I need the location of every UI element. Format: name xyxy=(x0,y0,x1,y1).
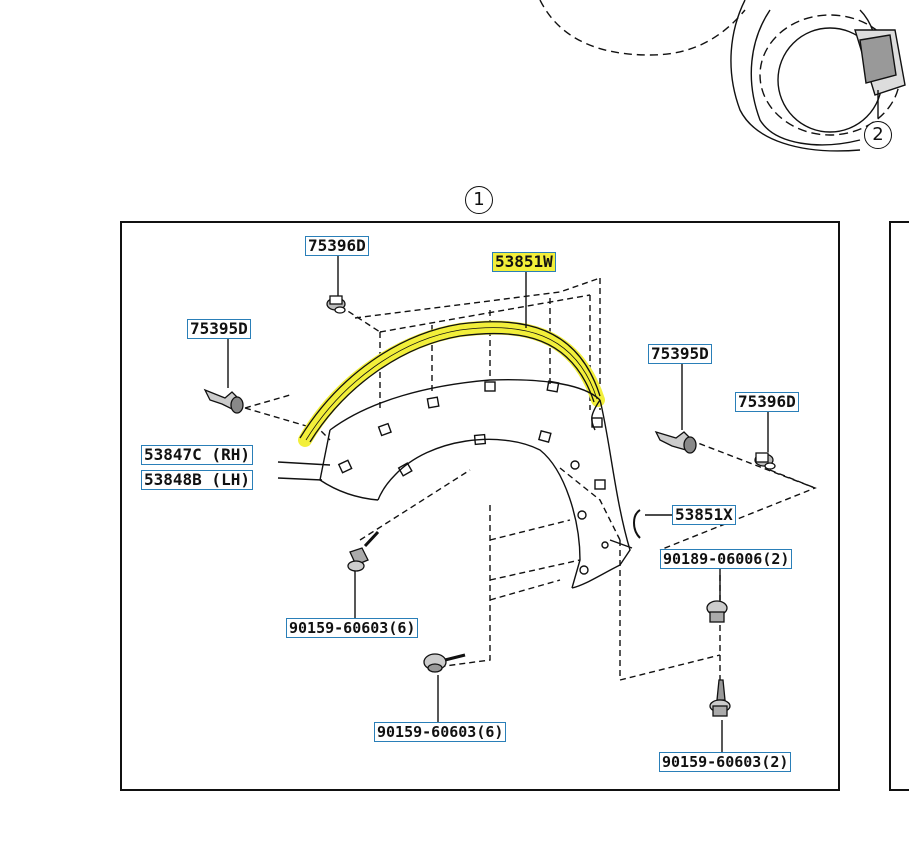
grommet-icon xyxy=(754,452,776,470)
part-callout-75395d-left[interactable]: 75395D xyxy=(187,319,251,339)
screw-bolt-icon xyxy=(347,530,380,572)
part-callout-90159-a[interactable]: 90159-60603(6) xyxy=(286,618,419,638)
screw-bolt-icon xyxy=(709,679,731,717)
part-callout-90159-c[interactable]: 90159-60603(2) xyxy=(659,752,792,772)
push-clip-icon xyxy=(654,430,697,454)
part-callout-90189[interactable]: 90189-06006(2) xyxy=(660,549,793,569)
molding-highlight xyxy=(298,320,605,447)
group-marker-2: 2 xyxy=(864,121,892,149)
group-frame xyxy=(120,221,840,791)
part-callout-75396d-top[interactable]: 75396D xyxy=(305,236,369,256)
adjacent-group-frame xyxy=(889,221,909,791)
leader-lines xyxy=(227,256,769,752)
car-body-fragment xyxy=(539,0,906,152)
part-callout-75396d-right[interactable]: 75396D xyxy=(735,392,799,412)
group-marker-1: 1 xyxy=(465,186,493,214)
bracket-53851x xyxy=(633,509,641,539)
grommet-icon xyxy=(326,295,346,314)
nut-icon xyxy=(706,600,728,623)
part-callout-53851x[interactable]: 53851X xyxy=(672,505,736,525)
push-clip-icon xyxy=(203,388,244,414)
part-callout-75395d-right[interactable]: 75395D xyxy=(648,344,712,364)
molding-outline xyxy=(299,321,601,439)
part-callout-53847c[interactable]: 53847C (RH) xyxy=(141,445,253,465)
part-callout-90159-b[interactable]: 90159-60603(6) xyxy=(374,722,507,742)
part-callout-53848b[interactable]: 53848B (LH) xyxy=(141,470,253,490)
reference-dash-lines xyxy=(244,277,817,690)
part-callout-53851w[interactable]: 53851W xyxy=(492,252,556,272)
screw-bolt-icon xyxy=(423,653,466,673)
